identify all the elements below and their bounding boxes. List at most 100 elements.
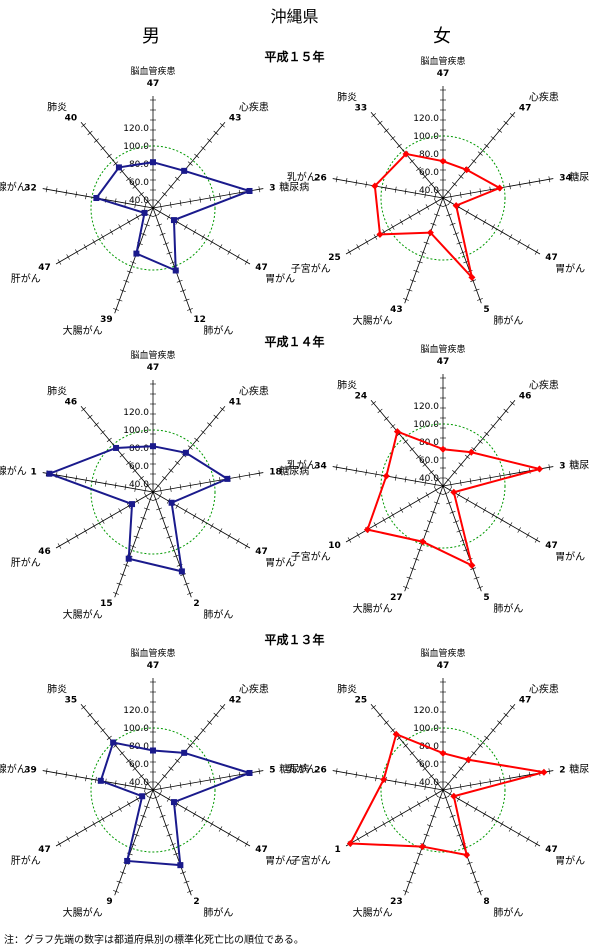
axis-label: 肺炎: [337, 684, 357, 696]
axis-label: 胃がん: [555, 262, 585, 275]
axis-tick: [45, 186, 48, 193]
axis-label: 脳血管疾患: [420, 343, 465, 355]
rank-label: 47: [437, 357, 450, 367]
axis-tick: [465, 209, 470, 215]
axis-tick: [236, 836, 240, 842]
data-point-3: [170, 217, 177, 224]
axis-tick: [459, 783, 462, 790]
rank-label: 47: [437, 661, 450, 671]
year-heading-h15: 平成１５年: [264, 50, 325, 64]
axis-tick: [434, 791, 438, 797]
scale-tick-label: 40.0: [419, 778, 439, 788]
axis-tick: [116, 880, 123, 884]
axis-tick: [55, 769, 58, 776]
axis-tick: [66, 254, 70, 260]
axis-tick: [106, 153, 112, 159]
axis-tick: [126, 176, 132, 182]
axis-tick: [126, 270, 133, 274]
data-point-0: [150, 159, 156, 166]
axis-tick: [134, 201, 137, 208]
axis-line: [55, 207, 154, 265]
axis-tick: [219, 123, 225, 128]
axis-tick: [109, 811, 114, 817]
axis-label: 心疾患: [529, 683, 559, 696]
axis-tick: [101, 816, 105, 822]
data-point-3: [170, 799, 177, 806]
data-point-6: [139, 793, 146, 800]
axis-tick: [394, 474, 397, 481]
rank-label: 2: [193, 599, 199, 609]
axis-tick: [446, 501, 453, 505]
axis-line: [152, 491, 251, 549]
axis-tick: [479, 476, 482, 483]
axis-line: [404, 197, 444, 304]
axis-tick: [192, 513, 197, 519]
axis-tick: [187, 161, 193, 166]
axis-tick: [399, 219, 404, 225]
axis-tick: [218, 528, 223, 534]
axis-label: 肝がん: [11, 272, 41, 285]
axis-tick: [434, 487, 438, 493]
axis-tick: [75, 533, 79, 539]
axis-tick: [179, 200, 182, 207]
axis-tick: [335, 464, 338, 471]
axis-tick: [213, 130, 219, 136]
data-point-6: [376, 230, 384, 238]
axis-tick: [219, 407, 225, 412]
axis-tick: [85, 477, 87, 484]
axis-tick: [469, 190, 472, 197]
axis-tick: [126, 219, 131, 225]
axis-tick: [482, 811, 487, 817]
axis-line: [442, 485, 482, 592]
axis-label: 糖尿病: [279, 763, 309, 776]
scale-tick-label: 40.0: [129, 196, 149, 206]
axis-tick: [477, 890, 483, 893]
axis-tick: [227, 831, 231, 837]
axis-label: 肺炎: [337, 380, 357, 392]
data-point-5: [124, 857, 131, 864]
axis-tick: [162, 774, 168, 779]
axis-tick: [500, 821, 504, 827]
axis-label: 肺炎: [47, 684, 67, 696]
axis-tick: [435, 781, 441, 787]
data-point-4: [178, 568, 185, 575]
axis-line: [442, 197, 482, 304]
data-point-3: [452, 202, 460, 210]
axis-tick: [160, 785, 162, 792]
axis-tick: [375, 775, 377, 782]
axis-tick: [474, 214, 478, 220]
axis-tick: [373, 826, 378, 832]
axis-label: 大腸がん: [353, 906, 393, 919]
axis-tick: [152, 796, 159, 799]
axis-label: 糖尿病: [279, 181, 309, 194]
axis-line: [152, 472, 264, 493]
axis-tick: [526, 836, 530, 842]
data-point-8: [392, 730, 400, 738]
axis-tick: [123, 563, 130, 567]
axis-tick: [175, 801, 180, 807]
scale-tick-label: 120.0: [413, 402, 439, 412]
axis-line: [152, 207, 251, 265]
axis-tick: [173, 852, 180, 856]
axis-tick: [382, 821, 386, 827]
scale-tick-label: 40.0: [129, 480, 149, 490]
axis-tick: [399, 811, 404, 817]
year-heading-h14: 平成１４年: [264, 335, 325, 349]
axis-line: [442, 703, 516, 791]
axis-tick: [144, 791, 148, 797]
axis-tick: [244, 259, 249, 265]
axis-tick: [189, 482, 192, 489]
axis-label: 肝がん: [11, 854, 41, 867]
axis-tick: [158, 791, 162, 797]
axis-tick: [116, 298, 123, 302]
axis-tick: [169, 545, 176, 548]
scale-tick-label: 100.0: [413, 132, 439, 142]
axis-tick: [166, 535, 173, 539]
axis-tick: [385, 184, 387, 191]
scale-tick-label: 60.0: [419, 760, 439, 770]
axis-tick: [109, 229, 114, 235]
axis-tick: [427, 520, 433, 524]
axis-tick: [534, 249, 539, 255]
footnote: 注：グラフ先端の数字は都道府県別の標準化死亡比の順位である。: [4, 935, 304, 946]
